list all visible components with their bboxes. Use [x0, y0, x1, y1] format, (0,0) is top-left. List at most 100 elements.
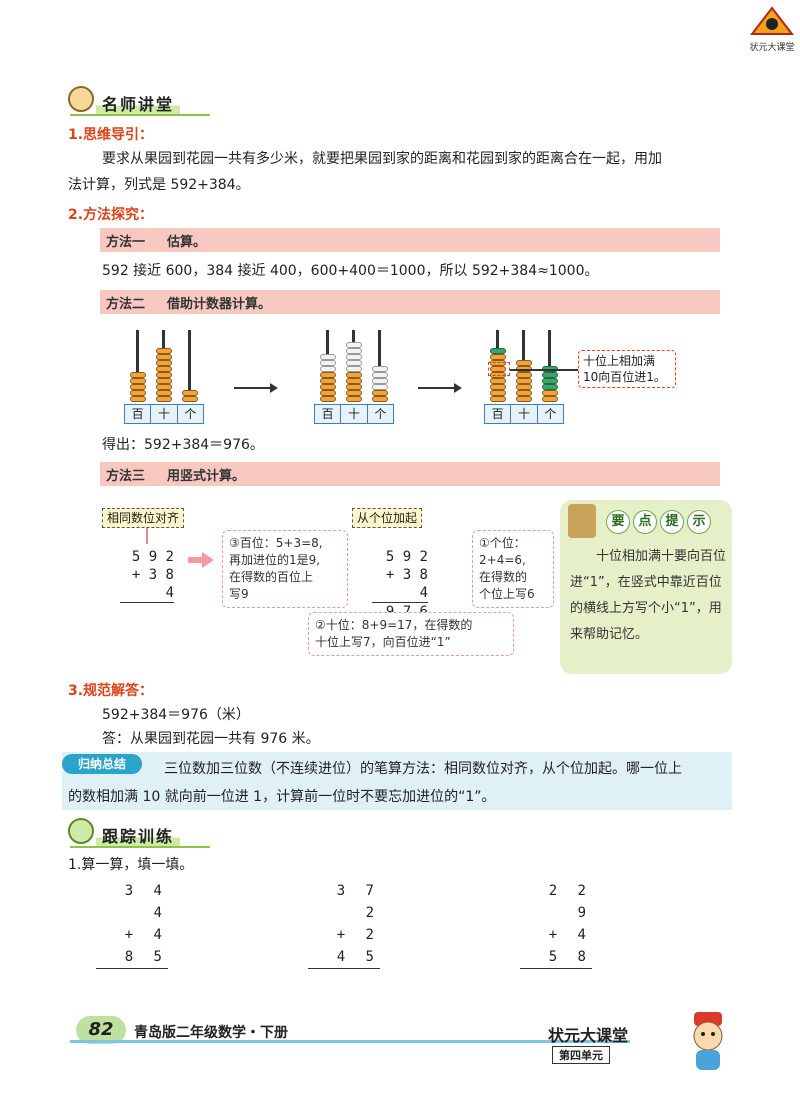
footer-divider [70, 1040, 630, 1043]
subheading-guide: 1.思维导引： [68, 127, 154, 143]
bead [490, 378, 506, 384]
bead [156, 396, 172, 402]
section-banner-practice: 跟踪训练 [96, 823, 181, 847]
note-ones: ①个位： 2+4=6, 在得数的 个位上写6 [472, 530, 554, 608]
bead [156, 378, 172, 384]
rod [136, 330, 139, 402]
bead [542, 396, 558, 402]
paragraph-line-2: 法计算，列式是 592+384。 [68, 177, 250, 193]
note-line: ②十位：8+9=17，在得数的 [315, 618, 473, 632]
keypoint-title: 要 点 提 示 [606, 510, 711, 534]
bead [320, 372, 336, 378]
arrow-right-icon [234, 383, 278, 393]
bead [130, 390, 146, 396]
unit-label: 第四单元 [552, 1046, 610, 1064]
bead [156, 348, 172, 354]
bead [320, 390, 336, 396]
bead [156, 360, 172, 366]
subheading-answer: 3.规范解答： [68, 683, 154, 699]
estimate-text: 592 接近 600，384 接近 400，600+400＝1000，所以 59… [102, 263, 599, 279]
vertical-calc-result: 5 9 2 + 3 8 4 9 7 6 [372, 548, 428, 621]
problem-bottom: + 2 4 5 [308, 924, 380, 969]
bead [346, 396, 362, 402]
bead [542, 390, 558, 396]
book-title: 青岛版二年级数学・下册 [134, 1025, 288, 1041]
banner-underline [70, 846, 210, 848]
bead [516, 372, 532, 378]
keypoint-text: 十位相加满十要向百位进“1”，在竖式中靠近百位的横线上方写个小“1”，用来帮助记… [570, 549, 727, 642]
bead [130, 378, 146, 384]
summary-line-2: 的数相加满 10 就向前一位进 1，计算前一位时不要忘加进位的“1”。 [68, 789, 496, 805]
problem-bottom: + 4 8 5 [96, 924, 168, 969]
subheading-methods: 2.方法探究： [68, 207, 154, 223]
bead [346, 348, 362, 354]
note-line: 在得数的 [479, 570, 528, 584]
logo-text: 状元大课堂 [749, 43, 795, 53]
hourglass-icon [568, 504, 596, 538]
bead [320, 378, 336, 384]
bead [346, 372, 362, 378]
summary-tag: 归纳总结 [62, 754, 142, 774]
bead [490, 390, 506, 396]
bead [490, 354, 506, 360]
method-label: 方法二 [106, 296, 146, 312]
note-line: 2+4=6, [479, 553, 526, 567]
note-line: 写9 [229, 587, 249, 601]
title-char: 要 [606, 510, 630, 534]
paragraph-line-1: 要求从果园到花园一共有多少米，就要把果园到家的距离和花园到家的距离合在一起，用加 [102, 151, 662, 167]
bead [490, 384, 506, 390]
bead [516, 378, 532, 384]
bead [372, 396, 388, 402]
bead [372, 372, 388, 378]
note-hundreds: ③百位：5+3=8, 再加进位的1是9, 在得数的百位上 写9 [222, 530, 348, 608]
calc-top: 5 9 2 [385, 549, 428, 565]
bead [516, 384, 532, 390]
teacher-icon [68, 86, 94, 112]
abacus-initial: 百 十 个 [124, 328, 214, 424]
summary-box [62, 752, 732, 810]
bead [490, 348, 506, 354]
bead [320, 366, 336, 372]
method-label: 方法一 [106, 234, 146, 250]
summary-line-1: 三位数加三位数（不连续进位）的笔算方法：相同数位对齐，从个位加起。哪一位上 [164, 761, 682, 777]
highlight-box [488, 362, 510, 376]
callout-line [510, 369, 578, 371]
tag-start-ones: 从个位加起 [352, 508, 423, 528]
keypoint-box: 要 点 提 示 十位相加满十要向百位进“1”，在竖式中靠近百位的横线上方写个小“… [560, 500, 732, 674]
bead [156, 354, 172, 360]
problem-bottom: + 4 5 8 [520, 924, 592, 969]
bead [320, 360, 336, 366]
calc-bottom: + 3 8 4 [372, 566, 428, 603]
label-ones: 个 [374, 407, 387, 421]
bead [372, 366, 388, 372]
arrow-right-icon [188, 552, 214, 568]
note-line: 再加进位的1是9, [229, 553, 321, 567]
bead [130, 384, 146, 390]
bead [156, 366, 172, 372]
note-line: 在得数的百位上 [229, 570, 314, 584]
answer-calc: 592+384＝976（米） [102, 707, 250, 723]
bead [182, 396, 198, 402]
label-hundreds: 百 [315, 405, 342, 423]
abacus-added: 百 十 个 [314, 328, 404, 424]
problem-top: 3 4 4 [124, 883, 168, 921]
bead [182, 390, 198, 396]
bead [346, 378, 362, 384]
bead [346, 342, 362, 348]
rod [188, 330, 191, 402]
method-bar-2: 方法二 借助计数器计算。 [100, 290, 720, 314]
title-char: 示 [687, 510, 711, 534]
section-title: 名师讲堂 [96, 91, 181, 115]
place-value-labels: 百 十 个 [484, 404, 564, 424]
practice-problem-2: 3 7 2 + 2 4 5 [308, 880, 380, 969]
bead [490, 366, 506, 372]
abacus-result: 百 十 个 [484, 328, 574, 424]
triangle-logo-icon [749, 6, 795, 35]
practice-problem-1: 3 4 4 + 4 8 5 [96, 880, 168, 969]
place-value-labels: 百 十 个 [314, 404, 394, 424]
method-name: 借助计数器计算。 [167, 296, 272, 312]
answer-text: 答：从果园到花园一共有 976 米。 [102, 731, 320, 747]
page-number: 82 [76, 1016, 126, 1044]
method-bar-3: 方法三 用竖式计算。 [100, 462, 720, 486]
label-hundreds: 百 [125, 405, 152, 423]
